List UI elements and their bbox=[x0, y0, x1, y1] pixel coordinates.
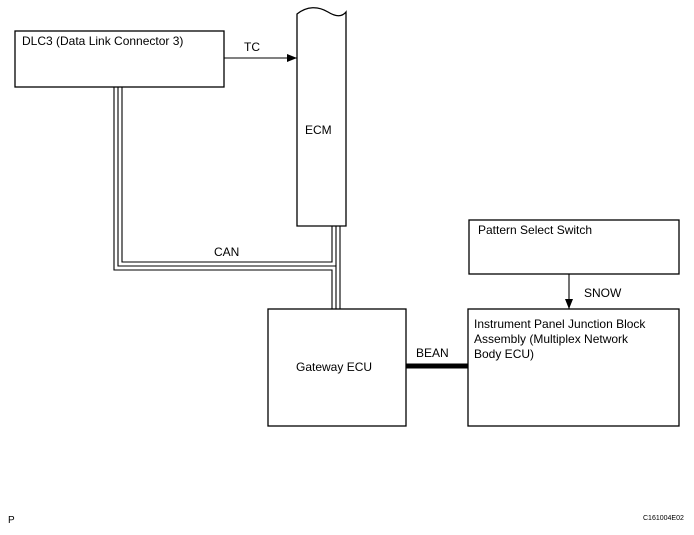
junction-block-label-line3: Body ECU) bbox=[474, 347, 534, 361]
pattern-select-switch-label: Pattern Select Switch bbox=[478, 223, 592, 237]
figure-code: C161004E02 bbox=[643, 515, 684, 522]
junction-block-label-line2: Assembly (Multiplex Network bbox=[474, 332, 629, 346]
dlc3-label: DLC3 (Data Link Connector 3) bbox=[22, 34, 183, 48]
snow-signal-label: SNOW bbox=[584, 286, 622, 300]
dlc3-box bbox=[14, 30, 225, 88]
page-marker: P bbox=[8, 515, 15, 526]
ecm-box bbox=[296, 7, 347, 227]
can-signal-label: CAN bbox=[214, 245, 239, 259]
pattern-select-switch-box bbox=[468, 219, 680, 275]
tc-signal-label: TC bbox=[244, 40, 260, 54]
junction-block-label-line1: Instrument Panel Junction Block bbox=[474, 317, 646, 331]
gateway-ecu-label: Gateway ECU bbox=[296, 360, 372, 374]
can-bus-lines bbox=[113, 87, 341, 309]
junction-block-box bbox=[467, 308, 680, 427]
bean-signal-label: BEAN bbox=[416, 346, 449, 360]
ecm-label: ECM bbox=[305, 123, 332, 137]
